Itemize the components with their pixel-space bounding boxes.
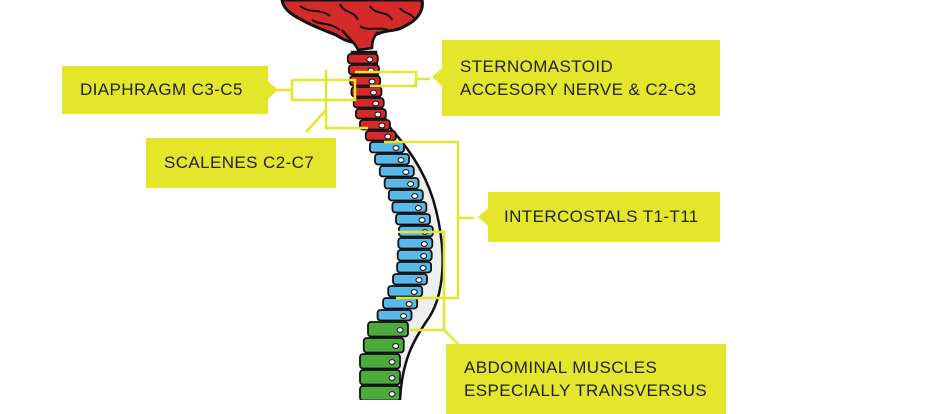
vertebra (359, 353, 401, 370)
vertebra-foramen (388, 359, 396, 365)
intercostals-pointer (478, 208, 488, 226)
vertebra-foramen (388, 375, 396, 381)
sternomastoid-pointer (432, 68, 442, 86)
diaphragm-pointer (268, 81, 278, 99)
vertebra-foramen (410, 289, 418, 295)
vertebra-foramen (368, 78, 376, 85)
spine-illustration (268, 0, 474, 400)
vertebra-foramen (400, 313, 408, 319)
vertebra (346, 53, 379, 65)
vertebra-foramen (405, 301, 413, 307)
spine-diagram: DIAPHRAGM C3-C5 SCALENES C2-C7 STERNOMAS… (62, 0, 726, 414)
sternomastoid-text-line1: STERNOMASTOID (460, 57, 614, 76)
vertebra-foramen (392, 145, 400, 151)
diaphragm-label: DIAPHRAGM C3-C5 (62, 66, 268, 114)
brain (280, 0, 424, 52)
vertebra (359, 369, 401, 386)
abdominal-text-line2: ESPECIALLY TRANSVERSUS (464, 381, 708, 400)
vertebra-foramen (396, 327, 404, 333)
vertebrae (346, 53, 434, 400)
vertebra-foramen (420, 241, 428, 247)
scalenes-connector (305, 109, 327, 133)
vertebra-foramen (418, 217, 426, 223)
vertebra-foramen (388, 391, 396, 397)
vertebra (354, 108, 387, 120)
vertebra (352, 97, 385, 109)
abdominal-connector (443, 329, 461, 347)
vertebra-foramen (366, 56, 374, 63)
vertebra-foramen (402, 169, 410, 175)
sternomastoid-label: STERNOMASTOID ACCESORY NERVE & C2-C3 (442, 40, 720, 116)
vertebra-foramen (407, 181, 415, 187)
vertebra (364, 130, 397, 142)
vertebra-foramen (378, 122, 386, 129)
intercostals-lower-bracket (398, 230, 446, 332)
vertebra (362, 337, 405, 354)
vertebra-foramen (392, 343, 400, 349)
scalenes-text: SCALENES C2-C7 (164, 153, 315, 172)
vertebra-foramen (420, 253, 428, 259)
vertebra-foramen (384, 133, 392, 140)
vertebra-foramen (415, 277, 423, 283)
vertebra-foramen (374, 111, 382, 118)
intercostals-text: INTERCOSTALS T1-T11 (504, 207, 699, 226)
vertebra-foramen (397, 157, 405, 163)
vertebra-foramen (370, 89, 377, 96)
vertebra-foramen (414, 205, 422, 211)
bracket-lines (268, 70, 474, 347)
vertebra-foramen (372, 100, 380, 107)
intercostals-label: INTERCOSTALS T1-T11 (488, 192, 720, 242)
scalenes-label: SCALENES C2-C7 (146, 138, 336, 188)
scalenes-bracket (324, 70, 368, 130)
intercostals-bracket (384, 140, 460, 300)
abdominal-label: ABDOMINAL MUSCLES ESPECIALLY TRANSVERSUS (446, 344, 726, 414)
diaphragm-text: DIAPHRAGM C3-C5 (80, 80, 243, 99)
diaphragm-bracket (290, 78, 357, 102)
vertebra-foramen (419, 265, 427, 271)
abdominal-text-line1: ABDOMINAL MUSCLES (464, 358, 658, 377)
sternomastoid-text-line2: ACCESORY NERVE & C2-C3 (460, 80, 697, 99)
vertebra (367, 321, 409, 338)
vertebra-foramen (411, 193, 419, 199)
